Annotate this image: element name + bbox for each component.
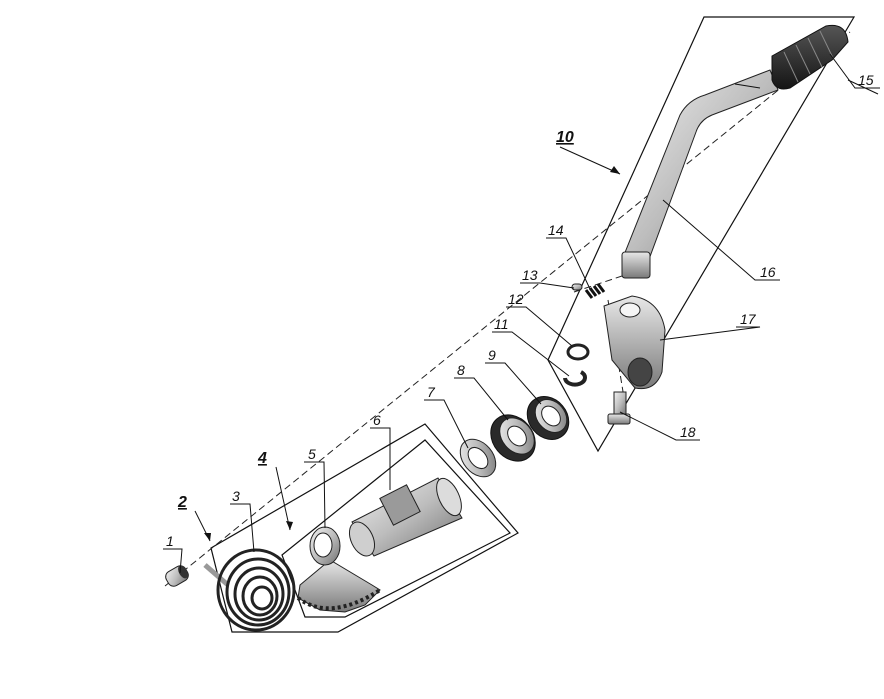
part-6-splined-shaft bbox=[348, 477, 463, 557]
callout-9: 9 bbox=[488, 347, 496, 363]
part-7-washer bbox=[459, 438, 497, 478]
part-1-collar bbox=[165, 565, 189, 587]
part-13-pin bbox=[571, 283, 583, 291]
callout-16: 16 bbox=[760, 264, 776, 280]
leader-lines bbox=[163, 53, 880, 574]
callout-1: 1 bbox=[166, 533, 174, 549]
frame-group-10 bbox=[547, 16, 856, 453]
frame-group-4 bbox=[281, 439, 511, 618]
callout-4: 4 bbox=[257, 450, 267, 467]
callout-7: 7 bbox=[427, 384, 436, 400]
part-14-spring bbox=[584, 283, 606, 299]
callout-15: 15 bbox=[858, 72, 874, 88]
part-3-spiral-spring bbox=[203, 548, 296, 632]
callout-5: 5 bbox=[308, 446, 316, 462]
part-11-circlip bbox=[563, 370, 587, 387]
callout-18: 18 bbox=[680, 424, 696, 440]
assembly-axis bbox=[164, 31, 851, 587]
callout-11: 11 bbox=[494, 316, 509, 332]
part-8-bushing bbox=[490, 414, 536, 462]
callout-17: 17 bbox=[740, 311, 757, 327]
callout-8: 8 bbox=[457, 362, 465, 378]
part-5-sector-gear bbox=[296, 526, 382, 613]
callout-13: 13 bbox=[522, 267, 538, 283]
callout-12: 12 bbox=[508, 291, 524, 307]
callout-6: 6 bbox=[373, 412, 381, 428]
callout-2: 2 bbox=[177, 494, 187, 511]
callout-3: 3 bbox=[232, 488, 240, 504]
part-9-seal-ring bbox=[526, 396, 570, 440]
callout-10: 10 bbox=[556, 129, 574, 146]
callout-14: 14 bbox=[548, 222, 564, 238]
part-18-bolt bbox=[607, 391, 631, 425]
part-12-ring bbox=[566, 343, 590, 361]
part-17-lever-hub bbox=[603, 295, 666, 390]
part-15-rubber-grip bbox=[771, 24, 849, 90]
part-16-lever-arm bbox=[621, 69, 779, 279]
